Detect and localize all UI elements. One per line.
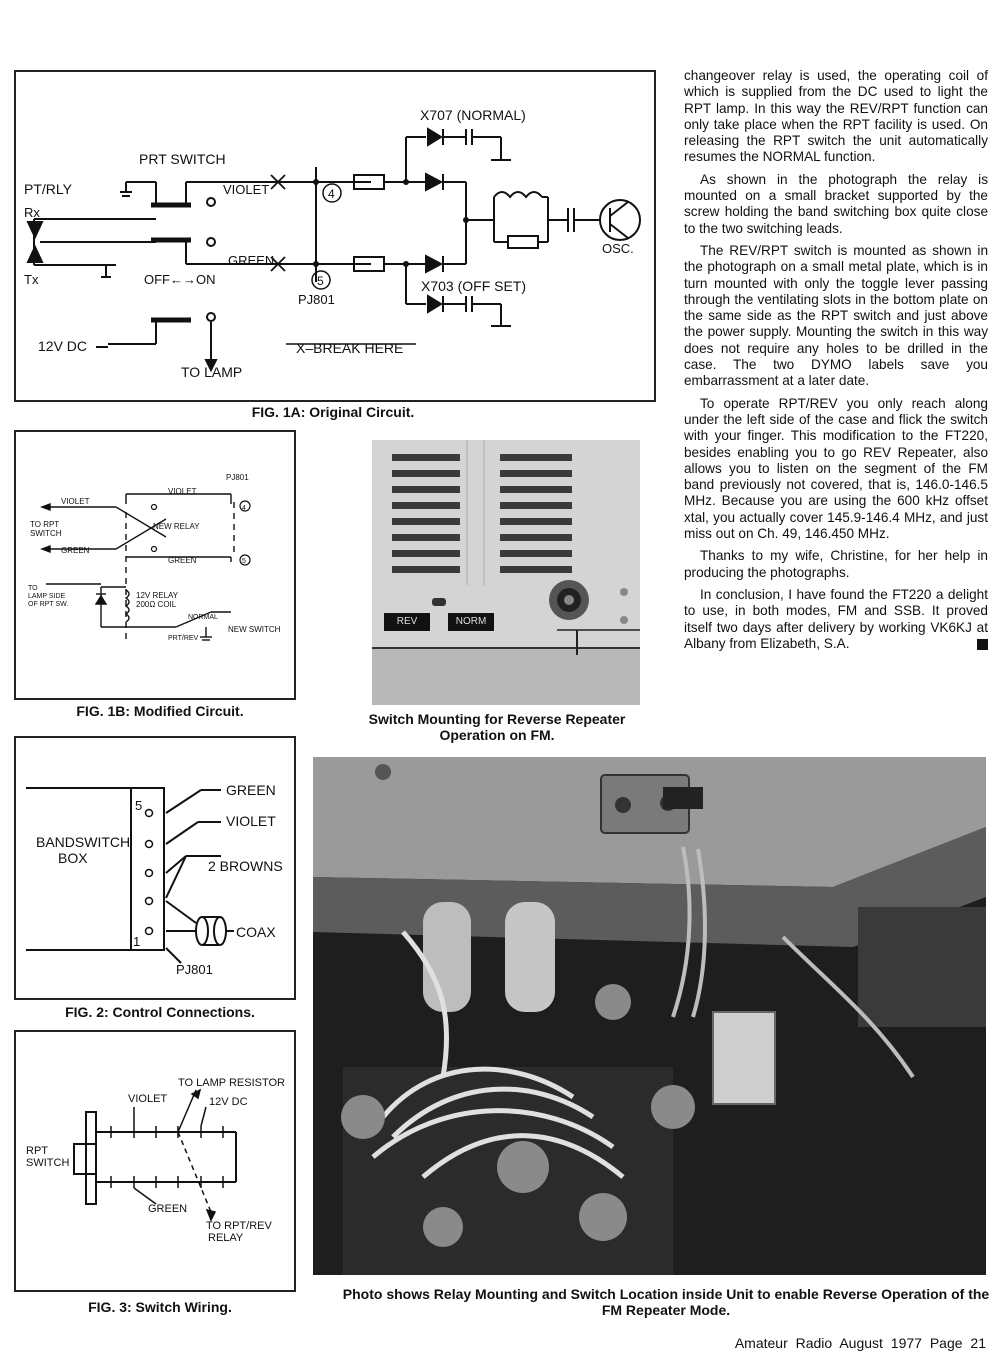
fig1b-box: PJ801 VIOLET VIOLET TO RPT SWITCH NEW RE…: [14, 430, 296, 700]
fig2-browns: 2 BROWNS: [208, 858, 283, 874]
fig1a-node5: 5: [317, 274, 324, 288]
fig1b-node5: 5: [242, 558, 246, 565]
fig1b-new-switch: NEW SWITCH: [228, 625, 281, 634]
fig1b-to-rpt-2: SWITCH: [30, 529, 62, 538]
paragraph-4: To operate RPT/REV you only reach along …: [684, 395, 988, 542]
switch-mounting-photo: REV NORM: [372, 440, 640, 705]
fig3-12vdc: 12V DC: [209, 1096, 248, 1108]
fig1a-node4: 4: [328, 187, 335, 201]
fig1a-caption: FIG. 1A: Original Circuit.: [251, 404, 415, 420]
fig1a-violet: VIOLET: [223, 182, 269, 197]
paragraph-2: As shown in the photograph the relay is …: [684, 171, 988, 236]
fig3-caption: FIG. 3: Switch Wiring.: [88, 1299, 232, 1315]
fig3-to-rpt-rev-2: RELAY: [208, 1232, 244, 1244]
fig1a-to-lamp: TO LAMP: [181, 364, 242, 380]
fig1b-caption: FIG. 1B: Modified Circuit.: [76, 703, 244, 719]
fig1a-tx: Tx: [24, 272, 39, 287]
fig1a-12vdc: 12V DC: [38, 338, 87, 354]
fig2-bandswitch-2: BOX: [58, 850, 88, 866]
fig1b-new-relay: NEW RELAY: [153, 522, 200, 531]
fig1b-prt-rev: PRT/REV: [168, 635, 199, 642]
norm-label-text: NORM: [455, 616, 487, 627]
fig2-pin1: 1: [133, 934, 140, 949]
fig1b-violet-left: VIOLET: [61, 497, 90, 506]
fig1a-prt-switch: PRT SWITCH: [139, 151, 226, 167]
fig1b-lamp-side-2: LAMP SIDE: [28, 593, 66, 600]
fig3-to-lamp-resistor: TO LAMP RESISTOR: [178, 1077, 285, 1089]
fig3-rpt-1: RPT: [26, 1145, 48, 1157]
fig2-box: GREEN VIOLET BANDSWITCH BOX 2 BROWNS COA…: [14, 736, 296, 1000]
fig2-diagram: GREEN VIOLET BANDSWITCH BOX 2 BROWNS COA…: [26, 782, 283, 977]
fig3-to-rpt-rev-1: TO RPT/REV: [206, 1220, 272, 1232]
fig2-violet: VIOLET: [226, 813, 276, 829]
paragraph-1: changeover relay is used, the operating …: [684, 68, 988, 165]
fig1a-x707: X707 (NORMAL): [420, 107, 526, 123]
fig3-box: TO LAMP RESISTOR VIOLET 12V DC RPT SWITC…: [14, 1030, 296, 1292]
fig1b-lamp-side-1: TO: [28, 585, 38, 592]
fig1b-green-left: GREEN: [61, 546, 90, 555]
fig1a-off-on: OFF←→ON: [144, 272, 216, 287]
fig2-caption: FIG. 2: Control Connections.: [65, 1004, 255, 1020]
fig1a-break-here: X–BREAK HERE: [296, 340, 403, 356]
fig1a-x703: X703 (OFF SET): [421, 278, 526, 294]
fig1a-pj801: PJ801: [298, 292, 335, 307]
fig1a-pt-rly: PT/RLY: [24, 181, 73, 197]
paragraph-3: The REV/RPT switch is mounted as shown i…: [684, 242, 988, 389]
relay-mounting-photo: [313, 757, 986, 1275]
fig1b-to-rpt-1: TO RPT: [30, 520, 59, 529]
fig2-pin5: 5: [135, 798, 142, 813]
paragraph-6: In conclusion, I have found the FT220 a …: [684, 587, 988, 652]
rev-label-text: REV: [396, 616, 418, 627]
fig1b-node4: 4: [242, 505, 246, 512]
relay-mounting-illustration: [313, 757, 986, 1275]
fig1b-relay-2: 200Ω COIL: [136, 600, 177, 609]
fig1a-osc: OSC.: [602, 241, 634, 256]
paragraph-6-text: In conclusion, I have found the FT220 a …: [684, 586, 988, 651]
fig1b-schematic: PJ801 VIOLET VIOLET TO RPT SWITCH NEW RE…: [28, 473, 281, 642]
fig1a-schematic: X707 (NORMAL) PRT SWITCH PT/RLY Rx Tx VI…: [24, 107, 641, 380]
article-column: changeover relay is used, the operating …: [684, 68, 988, 658]
fig1a-rx: Rx: [24, 205, 40, 220]
rev-dymo-label: REV: [384, 613, 430, 631]
photo1-caption: Switch Mounting for Reverse Repeater Ope…: [368, 711, 626, 743]
norm-dymo-label: NORM: [448, 613, 494, 631]
page-footer: Amateur Radio August 1977 Page 21: [734, 1335, 986, 1351]
fig3-diagram: TO LAMP RESISTOR VIOLET 12V DC RPT SWITC…: [26, 1077, 285, 1244]
photo2-caption: Photo shows Relay Mounting and Switch Lo…: [342, 1286, 990, 1318]
fig2-green: GREEN: [226, 782, 276, 798]
switch-mounting-illustration: [372, 440, 640, 705]
fig3-green: GREEN: [148, 1203, 187, 1215]
fig1b-lamp-side-3: OF RPT SW.: [28, 601, 68, 608]
fig1b-relay-1: 12V RELAY: [136, 591, 179, 600]
fig1a-box: X707 (NORMAL) PRT SWITCH PT/RLY Rx Tx VI…: [14, 70, 656, 402]
toggle-lever: [432, 598, 446, 606]
fig1a-green: GREEN: [228, 253, 274, 268]
fig3-rpt-2: SWITCH: [26, 1157, 69, 1169]
end-mark-icon: [977, 638, 988, 650]
fig3-violet: VIOLET: [128, 1093, 167, 1105]
fig2-bandswitch-1: BANDSWITCH: [36, 834, 130, 850]
paragraph-5: Thanks to my wife, Christine, for her he…: [684, 548, 988, 580]
fig1b-pj801: PJ801: [226, 473, 249, 482]
fig1b-green-mid: GREEN: [168, 556, 197, 565]
fig2-coax: COAX: [236, 924, 276, 940]
fig2-pj801: PJ801: [176, 962, 213, 977]
fig1b-normal: NORMAL: [188, 614, 218, 621]
fig1b-violet-top: VIOLET: [168, 487, 197, 496]
